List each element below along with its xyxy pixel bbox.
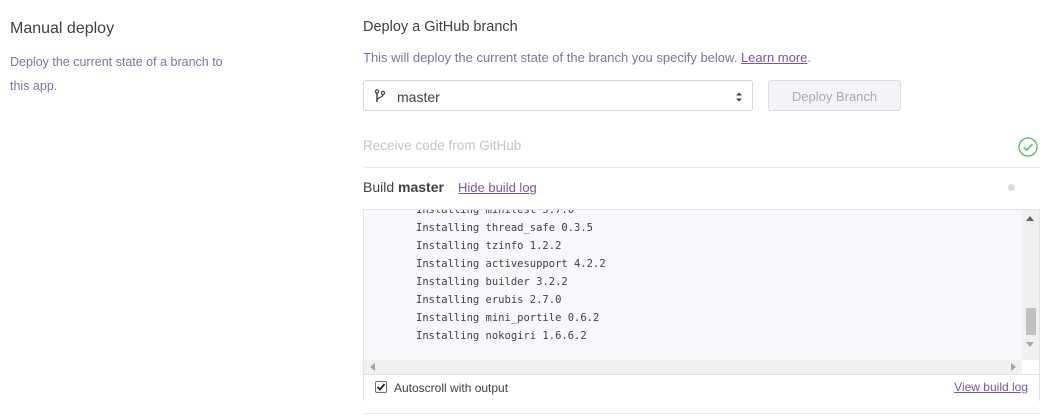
log-line: Installing tzinfo 1.2.2	[416, 240, 562, 252]
learn-more-link[interactable]: Learn more	[740, 50, 808, 65]
description-period: .	[807, 50, 812, 65]
deploy-branch-button[interactable]: Deploy Branch	[768, 80, 901, 111]
log-line: Installing erubis 2.7.0	[416, 294, 562, 306]
hide-build-log-link[interactable]: Hide build log	[458, 180, 537, 195]
build-step-heading: Build master	[363, 179, 444, 195]
scroll-thumb[interactable]	[1026, 308, 1036, 335]
select-caret-icon	[735, 90, 743, 102]
scrollbar-corner	[1022, 360, 1039, 374]
autoscroll-checkbox[interactable]	[375, 381, 387, 393]
build-branch-name: master	[398, 179, 444, 195]
branch-select[interactable]: master	[363, 80, 753, 111]
build-prefix: Build	[363, 179, 395, 195]
log-line: Installing nokogiri 1.6.6.2	[416, 330, 587, 342]
receive-code-step: Receive code from GitHub	[363, 138, 522, 153]
git-branch-icon	[374, 89, 386, 103]
deploy-branch-title: Deploy a GitHub branch	[363, 19, 518, 35]
log-line: Installing activesupport 4.2.2	[416, 258, 606, 270]
scroll-left-arrow-icon[interactable]	[370, 363, 375, 371]
check-circle-icon	[1018, 137, 1038, 157]
log-line: Installing builder 3.2.2	[416, 276, 568, 288]
branch-select-value: master	[397, 89, 440, 105]
checkmark-icon	[376, 383, 386, 391]
section-bottom-divider	[363, 413, 1040, 414]
scroll-down-arrow-icon[interactable]	[1026, 342, 1034, 347]
log-vertical-scrollbar[interactable]	[1022, 210, 1039, 360]
build-log-footer: Autoscroll with output View build log	[364, 374, 1039, 401]
manual-deploy-title: Manual deploy	[10, 20, 115, 37]
view-build-log-link[interactable]: View build log	[954, 380, 1028, 394]
log-line: Installing minitest 5.7.0	[416, 210, 575, 216]
step-divider	[363, 167, 1040, 168]
log-line: Installing thread_safe 0.3.5	[416, 222, 594, 234]
build-status-dot	[1008, 184, 1015, 191]
deploy-branch-description: This will deploy the current state of th…	[363, 50, 811, 65]
log-line: Installing mini_portile 0.6.2	[416, 312, 600, 324]
log-horizontal-scrollbar[interactable]	[364, 360, 1022, 374]
deploy-description-text: This will deploy the current state of th…	[363, 50, 738, 65]
scroll-right-arrow-icon[interactable]	[1011, 363, 1016, 371]
scroll-up-arrow-icon[interactable]	[1026, 216, 1034, 221]
autoscroll-label[interactable]: Autoscroll with output	[394, 381, 509, 395]
manual-deploy-description: Deploy the current state of a branch to …	[10, 55, 223, 93]
